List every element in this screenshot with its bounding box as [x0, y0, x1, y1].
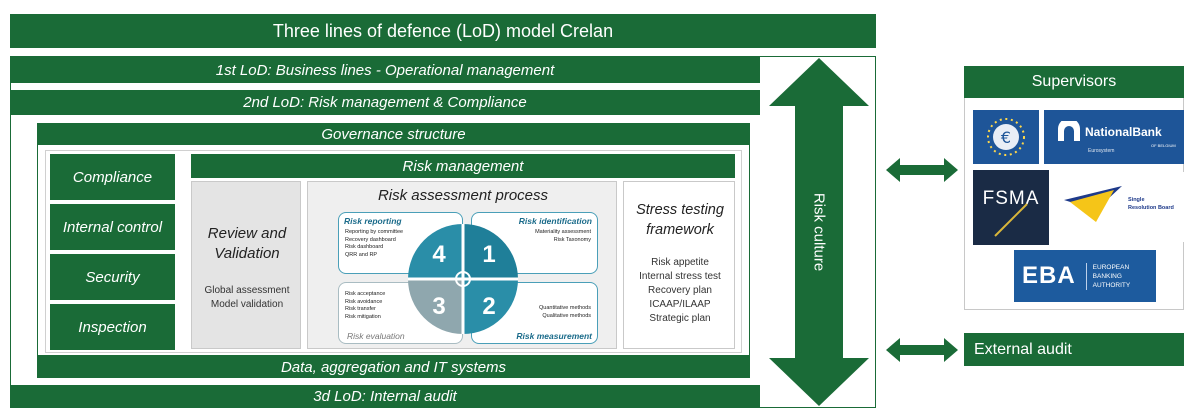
risk-evaluation-list: Risk acceptance Risk avoidance Risk tran…: [345, 291, 385, 321]
quadrant-3-shape: [408, 279, 463, 334]
fsma-logo: FSMA: [973, 170, 1049, 245]
stress-list: Risk appetite Internal stress test Recov…: [624, 256, 736, 326]
risk-identification-item: Risk Taxonomy: [553, 236, 591, 243]
nbb-emblem-icon: [1058, 120, 1080, 141]
review-item: Global assessment: [204, 285, 290, 296]
left-item-label: Internal control: [62, 218, 163, 236]
eba-fullname: EUROPEAN BANKING AUTHORITY: [1085, 262, 1131, 290]
supervisors-link-arrow: [886, 158, 958, 182]
review-item: Model validation: [210, 299, 284, 310]
stress-item: Risk appetite: [651, 257, 709, 268]
risk-reporting-item: Recovery dashboard: [345, 236, 396, 243]
left-item-label: Compliance: [72, 168, 153, 186]
left-item-security: Security: [50, 254, 175, 300]
stress-item: Strategic plan: [649, 313, 711, 324]
eba-line3: AUTHORITY: [1092, 281, 1131, 289]
risk-cycle-circle: 4 1 3 2: [408, 224, 518, 334]
risk-management-bar: Risk management: [191, 154, 735, 178]
quadrant-number-4: 4: [432, 241, 446, 268]
nbb-sub: OF BELGIUM: [1151, 142, 1176, 148]
supervisors-label: Supervisors: [1031, 73, 1117, 90]
stress-title: Stress testing framework: [636, 202, 724, 238]
risk-evaluation-item: Risk transfer: [345, 306, 376, 312]
risk-culture-arrow: [769, 58, 869, 406]
risk-reporting-item: QRR and RP: [345, 251, 378, 258]
srb-emblem-icon: [1064, 186, 1122, 222]
risk-culture-label: Risk culture: [810, 192, 828, 272]
risk-management-label: Risk management: [402, 157, 524, 175]
risk-identification-title: Risk identification: [518, 216, 592, 226]
eba-logo: EBA EUROPEAN BANKING AUTHORITY: [1014, 250, 1156, 302]
euro-icon: €: [987, 118, 1025, 156]
lod1-bar: 1st LoD: Business lines - Operational ma…: [10, 57, 760, 83]
eba-abbr: EBA: [1022, 262, 1076, 289]
quadrant-1-shape: [463, 224, 518, 279]
left-item-inspection: Inspection: [50, 304, 175, 350]
risk-reporting-item: Risk dashboard: [345, 244, 384, 250]
ecb-logo: €: [973, 110, 1039, 164]
governance-bar: Governance structure: [37, 123, 750, 145]
diagram-title-text: Three lines of defence (LoD) model Crela…: [272, 20, 614, 41]
review-validation-box: Review and Validation Global assessment …: [191, 181, 301, 349]
risk-reporting-title: Risk reporting: [344, 216, 402, 226]
left-item-label: Inspection: [78, 318, 147, 336]
nbb-name: NationalBank: [1085, 124, 1162, 139]
risk-evaluation-item: Risk acceptance: [345, 291, 386, 297]
srb-line2: Resolution Board: [1128, 205, 1174, 211]
fsma-text: FSMA: [982, 187, 1040, 209]
lod3-bar: 3d LoD: Internal audit: [10, 385, 760, 408]
risk-evaluation-item: Risk mitigation: [345, 313, 381, 320]
risk-evaluation-title: Risk evaluation: [347, 331, 405, 341]
external-audit-bar: External audit: [964, 333, 1184, 366]
process-title: Risk assessment process: [377, 187, 549, 204]
risk-measurement-item: Quantitative methods: [539, 305, 591, 311]
external-audit-link-arrow: [886, 338, 958, 362]
risk-assessment-box: Risk assessment process Risk reporting R…: [307, 181, 617, 349]
quadrant-number-2: 2: [482, 293, 495, 320]
lod3-label: 3d LoD: Internal audit: [313, 388, 457, 405]
stress-item: ICAAP/ILAAP: [649, 299, 711, 310]
stress-item: Internal stress test: [639, 271, 721, 282]
inner-frame: [45, 150, 742, 353]
risk-reporting-item: Reporting by committee: [345, 229, 404, 235]
nbb-sub2: Eurosystem: [1088, 147, 1115, 154]
risk-identification-item: Materiality assessment: [535, 229, 591, 235]
left-item-internal-control: Internal control: [50, 204, 175, 250]
srb-line1: Single: [1128, 197, 1145, 203]
lod2-bar: 2nd LoD: Risk management & Compliance: [10, 90, 760, 115]
data-systems-bar: Data, aggregation and IT systems: [37, 356, 750, 378]
eba-line1: EUROPEAN: [1092, 263, 1130, 271]
diagram-title: Three lines of defence (LoD) model Crela…: [10, 14, 876, 48]
stress-testing-box: Stress testing framework Risk appetite I…: [623, 181, 735, 349]
risk-identification-list: Materiality assessment Risk Taxonomy: [535, 229, 591, 244]
left-item-label: Security: [85, 268, 140, 286]
svg-text:€: €: [1001, 128, 1011, 147]
risk-evaluation-item: Risk avoidance: [345, 298, 383, 305]
srb-logo: Single Resolution Board: [1058, 172, 1184, 242]
quadrant-2-shape: [463, 279, 518, 334]
risk-reporting-list: Reporting by committee Recovery dashboar…: [345, 229, 403, 259]
governance-label: Governance structure: [321, 125, 466, 143]
risk-measurement-item: Qualitative methods: [542, 312, 591, 319]
lod2-label: 2nd LoD: Risk management & Compliance: [243, 94, 527, 111]
national-bank-logo: NationalBank OF BELGIUM Eurosystem: [1044, 110, 1184, 164]
risk-measurement-list: Quantitative methods Qualitative methods: [539, 305, 591, 320]
quadrant-number-3: 3: [432, 293, 445, 320]
srb-text: Single Resolution Board: [1128, 196, 1174, 212]
external-audit-label: External audit: [974, 340, 1072, 358]
data-systems-label: Data, aggregation and IT systems: [280, 358, 507, 376]
risk-measurement-title: Risk measurement: [516, 331, 592, 341]
quadrant-4-shape: [408, 224, 463, 279]
eba-line2: BANKING: [1092, 272, 1122, 280]
stress-item: Recovery plan: [648, 285, 712, 296]
fsma-slash-icon: [994, 203, 1028, 237]
lod1-label: 1st LoD: Business lines - Operational ma…: [215, 61, 555, 79]
left-item-compliance: Compliance: [50, 154, 175, 200]
review-title: Review and Validation: [207, 225, 287, 262]
quadrant-number-1: 1: [482, 241, 495, 268]
supervisors-bar: Supervisors: [964, 66, 1184, 98]
